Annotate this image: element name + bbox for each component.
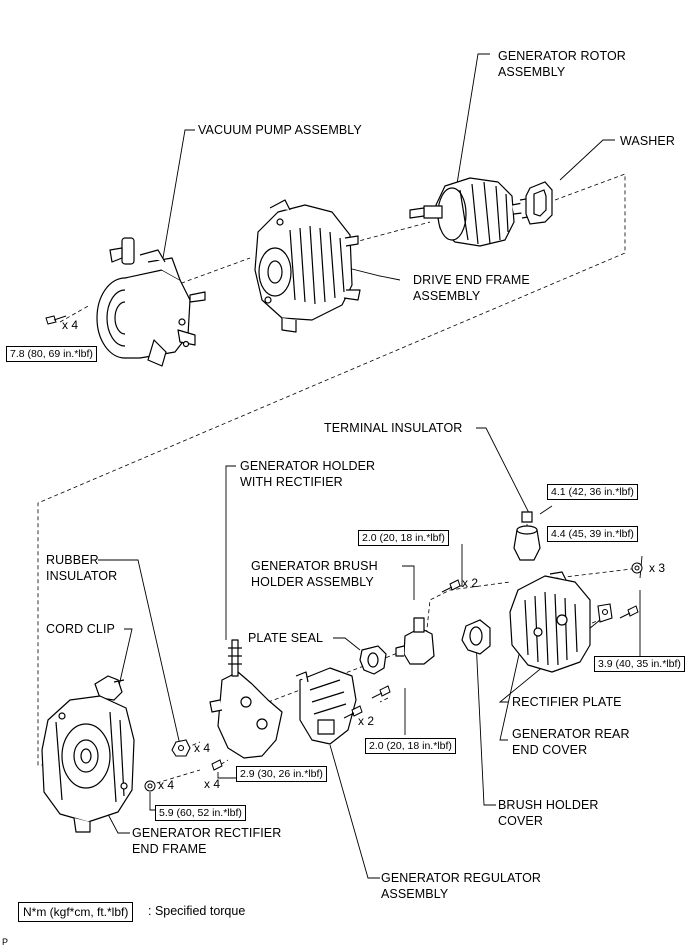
torque-holder-screws: 2.9 (30, 26 in.*lbf) (236, 766, 327, 782)
qty-rear-cover-nuts: x 3 (649, 561, 666, 575)
brush-holder-drawing (395, 617, 435, 665)
label-drive-end-frame-assembly: DRIVE END FRAME ASSEMBLY (413, 273, 530, 303)
brush-holder-cover-drawing (461, 619, 491, 655)
label-cord-clip: CORD CLIP (46, 622, 115, 636)
end-frame-bolt (144, 780, 156, 792)
washer-drawing (525, 181, 553, 225)
torque-end-frame-bolts: 5.9 (60, 52 in.*lbf) (155, 805, 246, 821)
legend-unit-box: N*m (kgf*cm, ft.*lbf) (18, 902, 134, 922)
regulator-screws (343, 685, 391, 719)
vacuum-pump-drawing (96, 237, 206, 367)
rectifier-plate-drawing (597, 603, 613, 623)
rubber-insulator-drawing (171, 739, 191, 757)
generator-rotor-drawing (409, 177, 535, 247)
regulator-drawing (295, 667, 357, 745)
plate-seal-drawing (359, 645, 387, 675)
qty-vacuum-pump-bolts: x 4 (62, 318, 79, 332)
label-generator-rectifier-end-frame: GENERATOR RECTIFIER END FRAME (132, 826, 282, 856)
torque-brush-holder-screws: 2.0 (20, 18 in.*lbf) (358, 530, 449, 546)
brush-holder-screw (441, 579, 461, 593)
torque-regulator-screws: 2.0 (20, 18 in.*lbf) (365, 738, 456, 754)
torque-rectifier-plate-screw: 3.9 (40, 35 in.*lbf) (594, 656, 685, 672)
rectifier-plate-screw (619, 605, 639, 619)
label-plate-seal: PLATE SEAL (248, 631, 324, 645)
figure-id: P (2, 937, 9, 947)
label-generator-rotor-assembly: GENERATOR ROTOR ASSEMBLY (498, 49, 626, 79)
label-rubber-insulator: RUBBER INSULATOR (46, 553, 118, 583)
torque-rear-cover-nuts: 4.4 (45, 39 in.*lbf) (547, 526, 638, 542)
holder-screws (211, 759, 223, 771)
legend-description: : Specified torque (148, 904, 246, 918)
label-generator-regulator-assembly: GENERATOR REGULATOR ASSEMBLY (381, 871, 542, 901)
terminal-insulator-drawing (513, 511, 541, 561)
qty-end-frame-bolts: x 4 (158, 778, 175, 792)
holder-with-rectifier-drawing (209, 639, 283, 759)
label-generator-holder-with-rectifier: GENERATOR HOLDER WITH RECTIFIER (240, 459, 376, 489)
qty-regulator-screws: x 2 (358, 714, 375, 728)
qty-rubber-insulators: x 4 (194, 741, 211, 755)
qty-holder-screws: x 4 (204, 777, 221, 791)
leader-lines (94, 53, 643, 879)
drive-end-frame-drawing (254, 199, 361, 333)
vacuum-pump-bolt (45, 315, 67, 325)
torque-terminal-nut: 4.1 (42, 36 in.*lbf) (547, 484, 638, 500)
label-washer: WASHER (620, 134, 676, 148)
qty-brush-holder-screws: x 2 (462, 576, 479, 590)
rear-end-cover-drawing (509, 571, 591, 673)
torque-vacuum-pump: 7.8 (80, 69 in.*lbf) (6, 346, 97, 362)
label-generator-brush-holder-assembly: GENERATOR BRUSH HOLDER ASSEMBLY (251, 559, 378, 589)
label-generator-rear-end-cover: GENERATOR REAR END COVER (512, 727, 630, 757)
label-terminal-insulator: TERMINAL INSULATOR (324, 421, 463, 435)
rear-cover-nut (631, 562, 643, 574)
label-vacuum-pump-assembly: VACUUM PUMP ASSEMBLY (198, 123, 362, 137)
label-brush-holder-cover: BRUSH HOLDER COVER (498, 798, 599, 828)
rectifier-end-frame-drawing (41, 695, 135, 833)
label-rectifier-plate: RECTIFIER PLATE (512, 695, 622, 709)
